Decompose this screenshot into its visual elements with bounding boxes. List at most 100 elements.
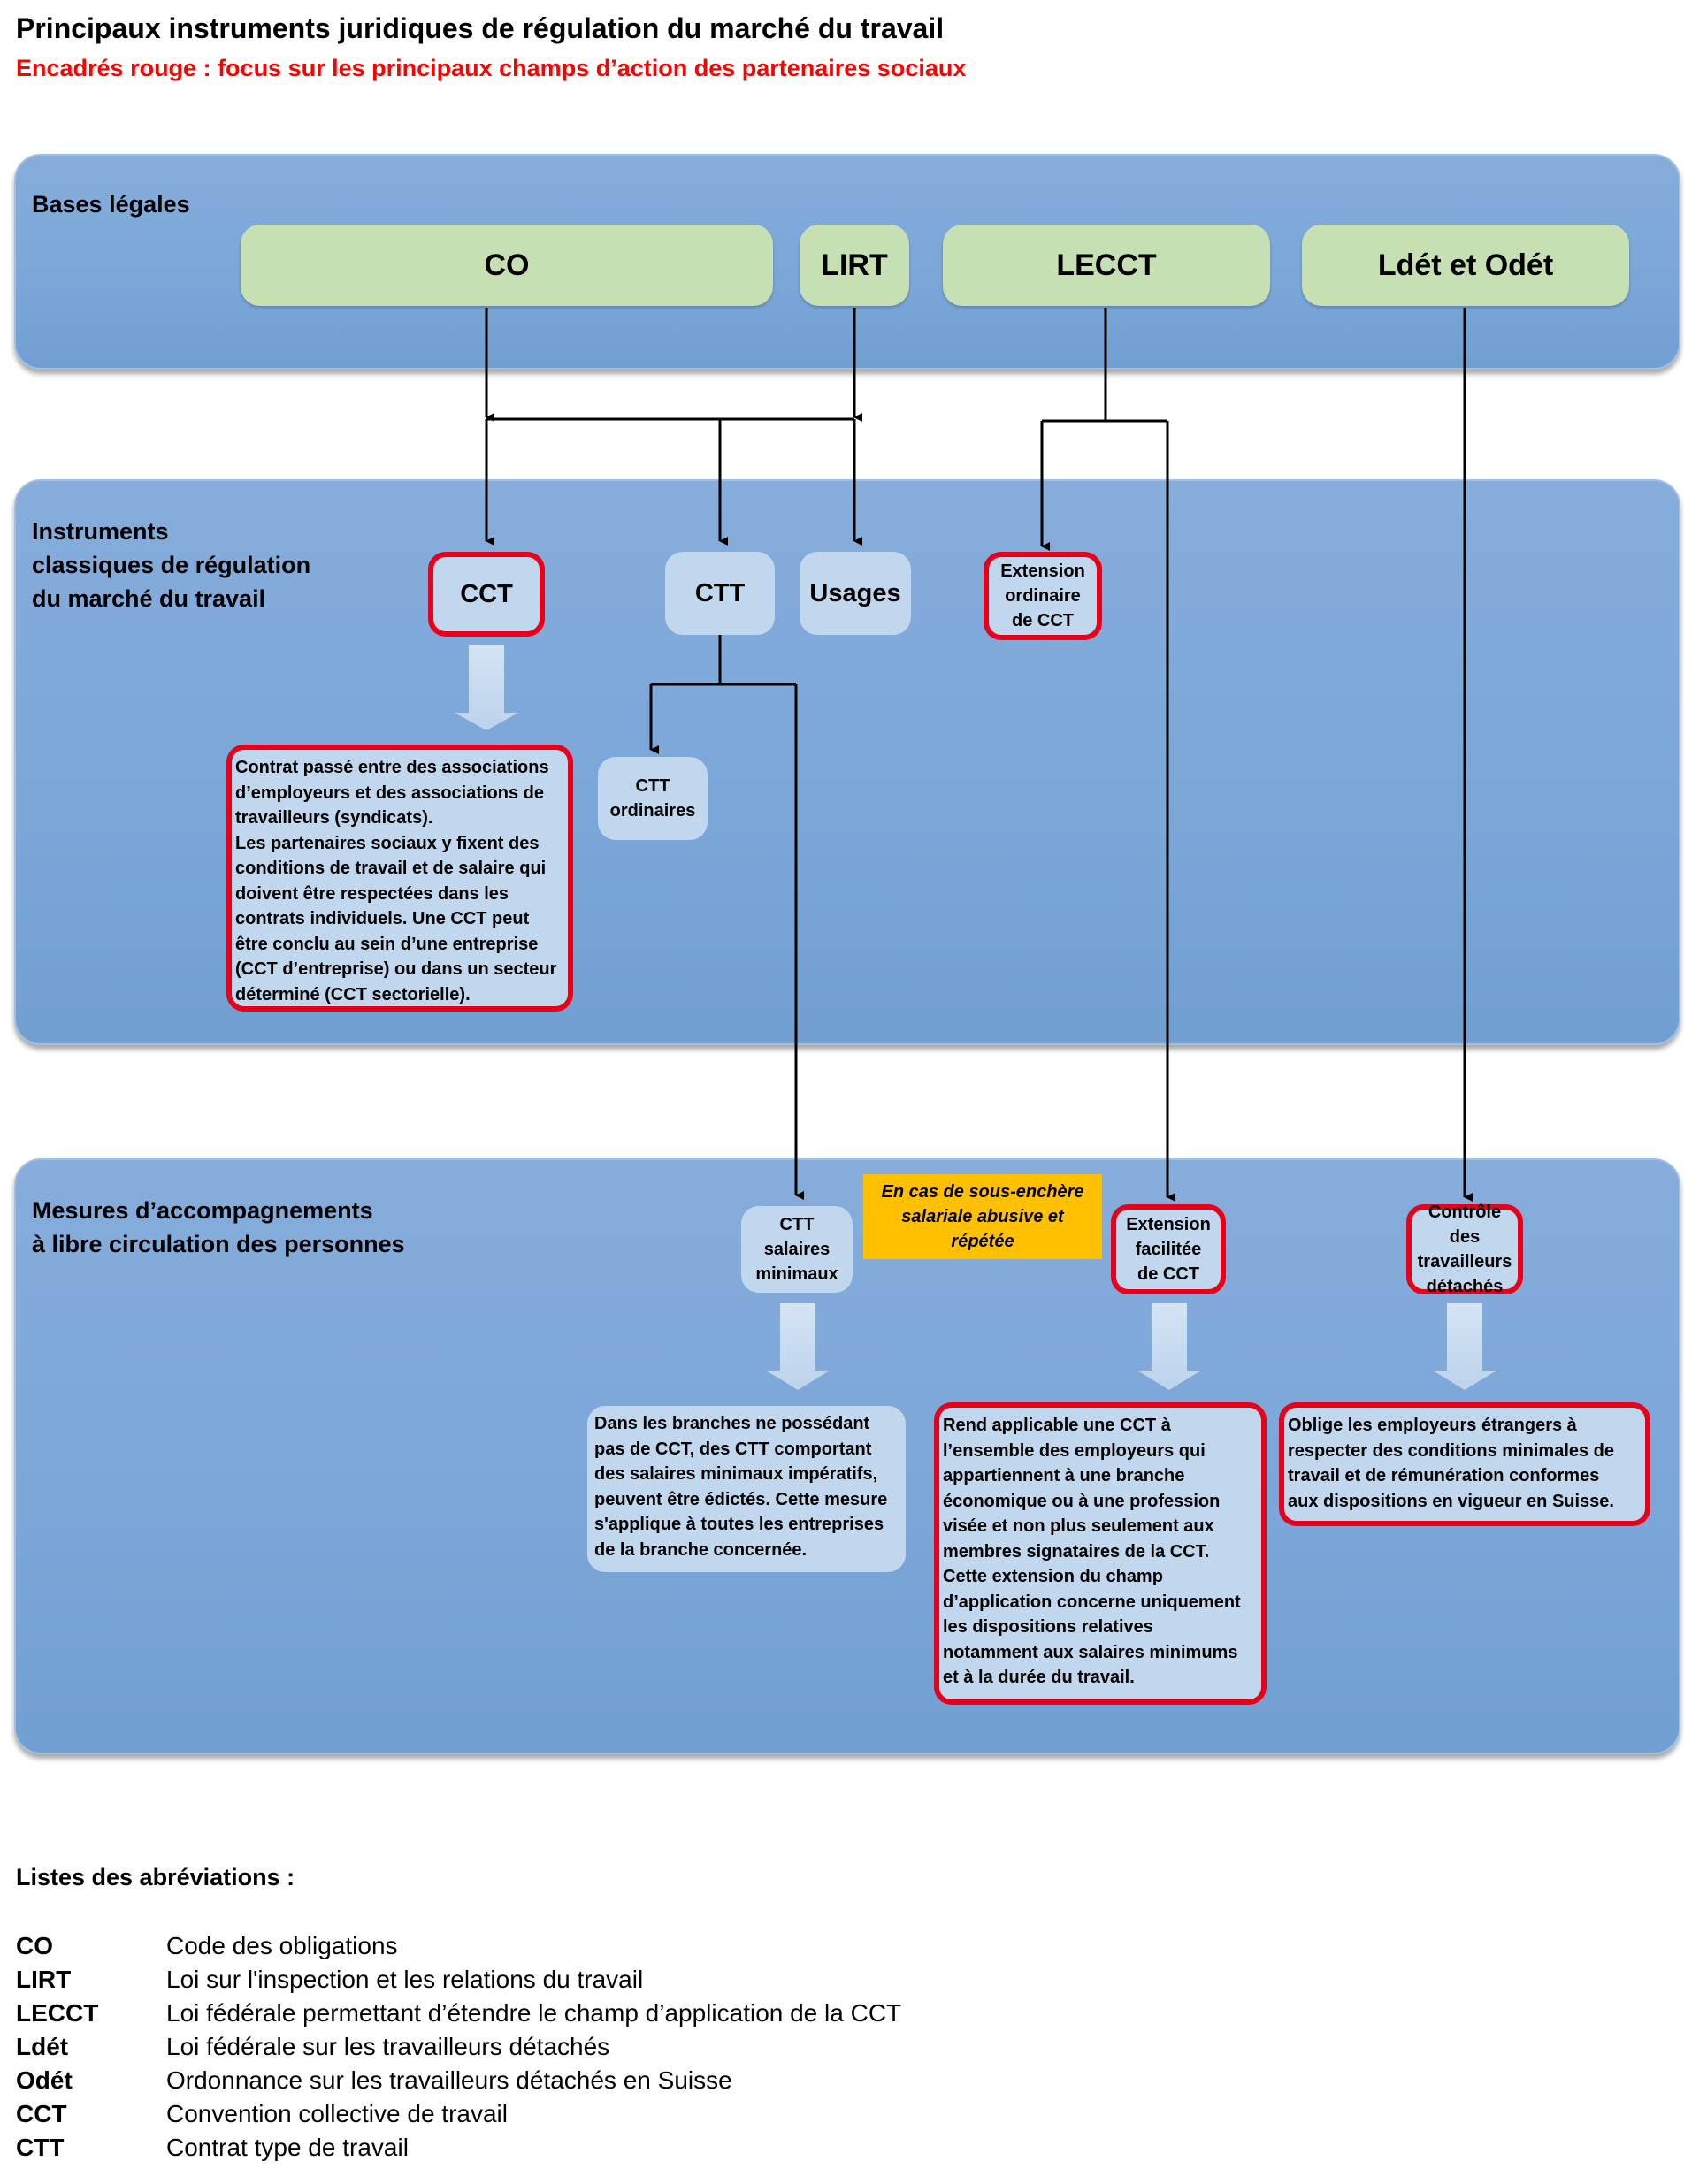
block-arrow-cct: [455, 645, 518, 730]
panel-label-line: Instruments: [32, 518, 169, 545]
node-line: de CCT: [1011, 611, 1074, 630]
node-extension-facilitee: Extension facilitée de CCT: [1111, 1204, 1226, 1294]
abbreviation-key: LECCT: [16, 1999, 99, 2027]
abbreviation-key: CCT: [16, 2100, 67, 2127]
panel-label-line: du marché du travail: [32, 585, 266, 612]
abbreviation-value: Loi fédérale permettant d’étendre le cha…: [166, 1999, 902, 2027]
node-ctt-salaires-minimaux: CTT salaires minimaux: [741, 1206, 853, 1293]
abbreviation-row: LECCT Loi fédérale permettant d’étendre l…: [16, 1997, 901, 2030]
node-line: ordinaires: [609, 801, 696, 821]
abbreviation-value: Loi sur l'inspection et les relations du…: [166, 1966, 644, 1993]
desc-line: membres signataires de la CCT.: [943, 1541, 1210, 1562]
node-line: Extension: [1000, 561, 1085, 581]
node-line: CTT: [779, 1215, 815, 1234]
abbreviation-row: CO Code des obligations: [16, 1929, 398, 1963]
desc-line: de la branche concernée.: [594, 1539, 808, 1560]
desc-line: conditions de travail et de salaire qui: [235, 859, 547, 878]
node-line: Extension: [1126, 1215, 1211, 1234]
note-sous-enchere: En cas de sous-enchère salariale abusive…: [863, 1174, 1102, 1259]
desc-line: déterminé (CCT sectorielle).: [235, 984, 471, 1004]
abbreviation-key: Odét: [16, 2066, 73, 2094]
desc-line: Rend applicable une CCT à: [943, 1416, 1171, 1435]
note-line: salariale abusive et: [901, 1207, 1064, 1226]
desc-line: (CCT d’entreprise) ou dans un secteur: [235, 959, 557, 979]
desc-line: travail et de rémunération conformes: [1288, 1466, 1600, 1485]
controle-description: Oblige les employeurs étrangers à respec…: [1279, 1402, 1650, 1526]
abbreviation-key: Ldét: [16, 2033, 69, 2060]
desc-line: Les partenaires sociaux y fixent des: [235, 833, 540, 853]
node-line: salaires: [763, 1240, 831, 1259]
abbreviation-value: Contrat type de travail: [166, 2134, 409, 2161]
desc-line: les dispositions relatives: [943, 1617, 1153, 1637]
abbreviation-row: Odét Ordonnance sur les travailleurs déta…: [16, 2064, 732, 2097]
desc-line: travailleurs (syndicats).: [235, 808, 433, 828]
abbreviation-value: Loi fédérale sur les travailleurs détach…: [166, 2033, 610, 2060]
panel-label-line: Mesures d’accompagnements: [32, 1197, 373, 1224]
block-arrow-ctt-salaires: [766, 1303, 830, 1390]
desc-line: aux dispositions en vigueur en Suisse.: [1288, 1491, 1614, 1511]
law-box-ldet-odet: Ldét et Odét: [1302, 225, 1629, 306]
panel-label-bases: Bases légales: [32, 191, 190, 218]
note-line: répétée: [951, 1232, 1014, 1251]
abbreviation-row: CCT Convention collective de travail: [16, 2097, 508, 2131]
desc-line: Dans les branches ne possédant: [594, 1414, 870, 1433]
desc-line: l’ensemble des employeurs qui: [943, 1440, 1206, 1461]
desc-line: d’employeurs et des associations de: [235, 783, 545, 803]
abbreviation-value: Convention collective de travail: [166, 2100, 508, 2127]
desc-line: d’application concerne uniquement: [943, 1592, 1241, 1612]
desc-line: des salaires minimaux impératifs,: [594, 1464, 878, 1484]
node-ctt: CTT: [665, 552, 775, 635]
desc-line: économique ou à une profession: [943, 1491, 1221, 1511]
page-subtitle: Encadrés rouge : focus sur les principau…: [16, 55, 967, 81]
node-line: Contrôle des: [1428, 1203, 1502, 1247]
desc-line: visée et non plus seulement aux: [943, 1516, 1214, 1536]
panel-label-line: à libre circulation des personnes: [32, 1231, 405, 1257]
block-arrow-controle: [1433, 1303, 1496, 1390]
abbreviation-row: CTT Contrat type de travail: [16, 2131, 409, 2165]
node-line: facilitée: [1135, 1240, 1202, 1259]
abbreviation-key: CTT: [16, 2134, 65, 2161]
abbreviation-row: LIRT Loi sur l'inspection et les relation…: [16, 1963, 643, 1997]
node-ctt-ordinaires: CTT ordinaires: [598, 757, 708, 840]
node-controle-travailleurs-detaches: Contrôle des travailleurs détachés: [1406, 1203, 1523, 1296]
abbreviation-value: Code des obligations: [166, 1932, 398, 1959]
abbreviation-key: CO: [16, 1932, 53, 1959]
abbreviation-key: LIRT: [16, 1966, 72, 1993]
panel-label-mesures: Mesures d’accompagnements à libre circul…: [32, 1194, 405, 1261]
desc-line: contrats individuels. Une CCT peut: [235, 909, 530, 928]
extension-facilitee-description: Rend applicable une CCT à l’ensemble des…: [934, 1402, 1267, 1705]
node-line: travailleurs: [1417, 1252, 1512, 1271]
node-line: détachés: [1426, 1277, 1504, 1296]
node-line: ordinaire: [1005, 586, 1081, 606]
node-usages: Usages: [800, 552, 911, 635]
panel-label-line: classiques de régulation: [32, 552, 311, 578]
desc-line: et à la durée du travail.: [943, 1668, 1135, 1687]
abbreviations-title: Listes des abréviations :: [16, 1864, 295, 1890]
desc-line: Oblige les employeurs étrangers à: [1288, 1416, 1577, 1435]
desc-line: Cette extension du champ: [943, 1567, 1163, 1586]
desc-line: appartiennent à une branche: [943, 1466, 1185, 1485]
desc-line: pas de CCT, des CTT comportant: [594, 1439, 872, 1459]
page-title: Principaux instruments juridiques de rég…: [16, 12, 945, 44]
ctt-salaires-description: Dans les branches ne possédant pas de CC…: [587, 1406, 906, 1572]
node-cct: CCT: [428, 552, 545, 637]
desc-line: doivent être respectées dans les: [235, 883, 509, 904]
node-line: de CCT: [1137, 1264, 1199, 1284]
node-line: CTT: [635, 776, 670, 796]
desc-line: être conclu au sein d’une entreprise: [235, 934, 539, 954]
abbreviation-value: Ordonnance sur les travailleurs détachés…: [166, 2066, 732, 2094]
law-box-co: CO: [241, 225, 773, 306]
node-line: minimaux: [755, 1264, 838, 1284]
cct-description: Contrat passé entre des associations d’e…: [226, 745, 573, 1012]
abbreviation-row: Ldét Loi fédérale sur les travailleurs dé…: [16, 2030, 609, 2064]
node-extension-ordinaire: Extension ordinaire de CCT: [984, 552, 1102, 640]
law-box-lecct: LECCT: [943, 225, 1270, 306]
desc-line: peuvent être édictés. Cette mesure: [594, 1489, 888, 1509]
block-arrow-extension-facilitee: [1137, 1303, 1201, 1390]
note-line: En cas de sous-enchère: [881, 1182, 1084, 1202]
law-box-lirt: LIRT: [800, 225, 909, 306]
desc-line: s'applique à toutes les entreprises: [594, 1515, 884, 1534]
desc-line: notamment aux salaires minimums: [943, 1642, 1238, 1662]
panel-label-instruments: Instruments classiques de régulation du …: [32, 515, 310, 615]
